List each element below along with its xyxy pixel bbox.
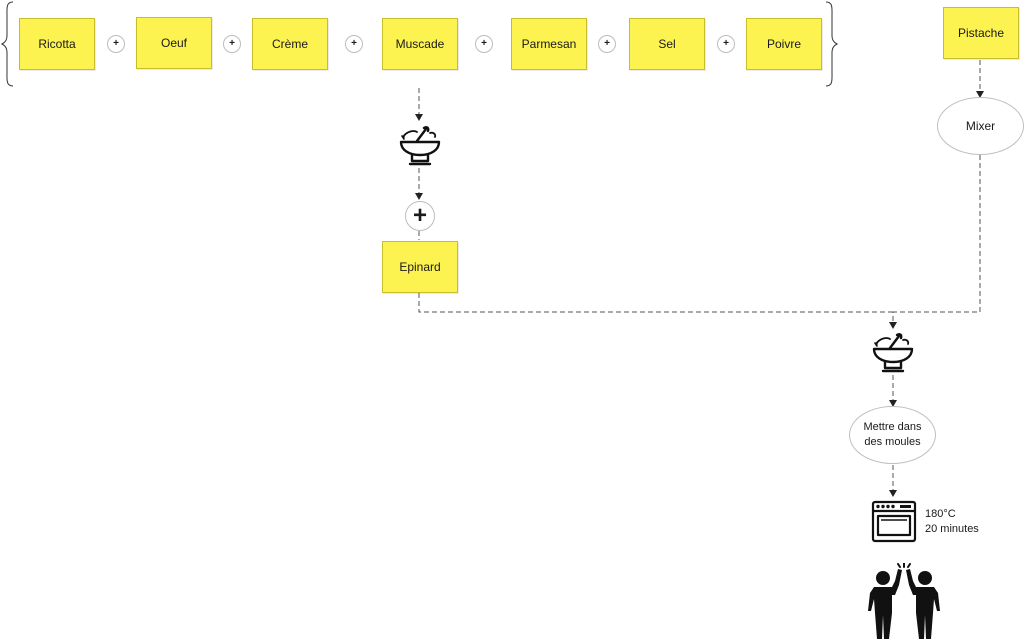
- ingredient-note-pistache: Pistache: [943, 7, 1019, 59]
- oven-temperature: 180°C: [925, 508, 956, 520]
- high-five-icon: [868, 563, 940, 639]
- ingredient-note-creme: Crème: [252, 18, 328, 70]
- mortar-pestle-icon: [399, 126, 441, 166]
- molds-step-line1: Mettre dans: [863, 421, 922, 434]
- mixer-step: Mixer: [937, 97, 1024, 155]
- molds-step-line2: des moules: [864, 436, 921, 448]
- oven-duration: 20 minutes: [925, 523, 979, 536]
- oven-settings: 180°C 20 minutes: [925, 507, 979, 538]
- connector-mixer-bowl: [889, 155, 981, 329]
- ingredient-note-muscade: Muscade: [382, 18, 458, 70]
- molds-step: Mettre dans des moules: [849, 406, 936, 464]
- ingredient-note-ricotta: Ricotta: [19, 18, 95, 70]
- ingredient-note-oeuf: Oeuf: [136, 17, 212, 69]
- left-curly-brace: [0, 1, 14, 87]
- plus-sign: +: [717, 35, 735, 53]
- right-curly-brace: [825, 1, 839, 87]
- plus-sign: +: [223, 35, 241, 53]
- ingredient-note-epinard: Epinard: [382, 241, 458, 293]
- mortar-pestle-icon: [872, 333, 914, 373]
- plus-sign: +: [475, 35, 493, 53]
- ingredient-note-poivre: Poivre: [746, 18, 822, 70]
- ingredient-note-sel: Sel: [629, 18, 705, 70]
- ingredient-note-parmesan: Parmesan: [511, 18, 587, 70]
- plus-sign: +: [598, 35, 616, 53]
- plus-sign-large: +: [405, 201, 435, 231]
- plus-sign: +: [107, 35, 125, 53]
- oven-icon: [871, 500, 917, 543]
- plus-sign: +: [345, 35, 363, 53]
- connector-epinard-bowl: [418, 293, 893, 313]
